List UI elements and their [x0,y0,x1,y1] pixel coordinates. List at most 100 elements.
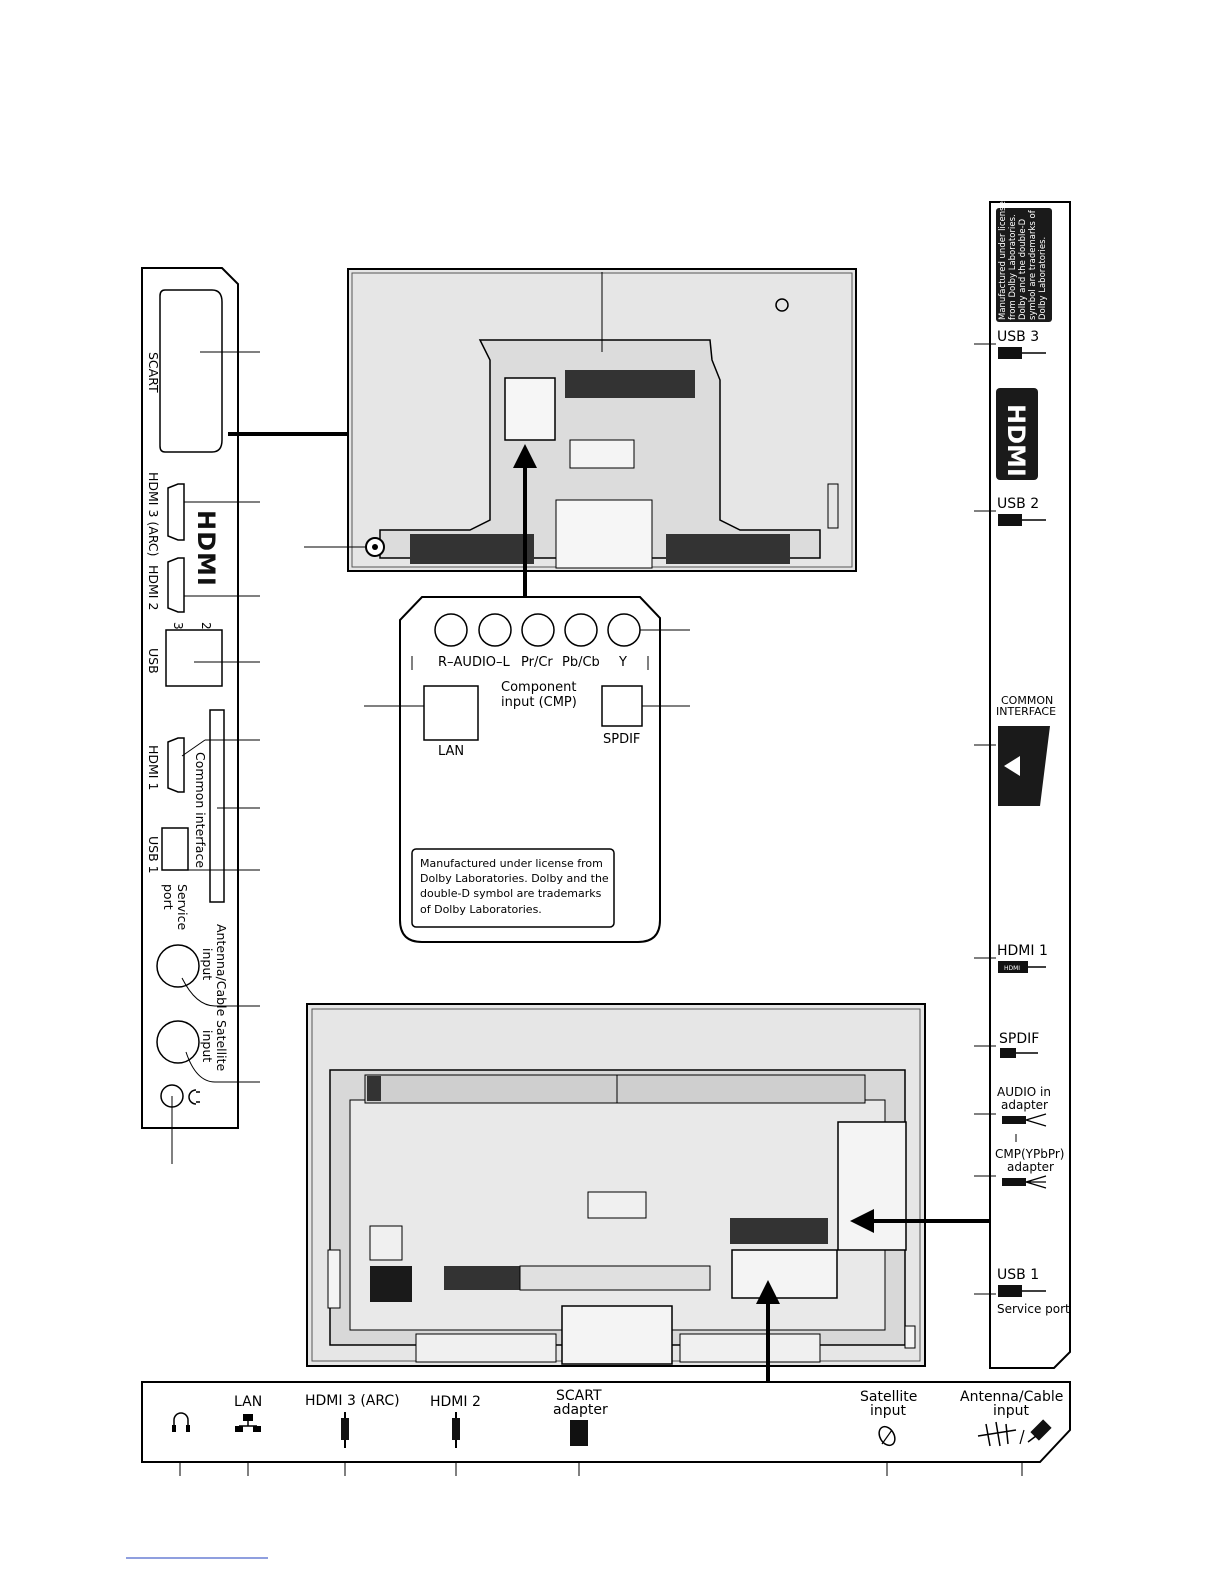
right-hdmi1-label: HDMI 1 [997,943,1048,959]
usb1-port [161,827,189,871]
usb-plug-icon [998,514,1046,526]
ci-label-2: INTERFACE [996,705,1056,718]
left-connector-panel: SCART HDMI 3 (ARC) HDMI HDMI 2 3 2 USB H… [141,267,484,1164]
prcr-label: Pr/Cr [521,655,553,670]
hdmi1-port [167,737,185,793]
scart-port [159,289,223,453]
hdmi2-label: HDMI 2 [146,565,161,610]
antenna-icon [977,1421,1025,1447]
spdif-label: SPDIF [603,732,640,747]
left-callouts [171,351,260,1164]
dolby-line-1: Manufactured under license from [420,857,603,870]
cmp-adapter-label-2: adapter [1007,1160,1054,1174]
antenna-label-1: Antenna/Cable [214,924,229,1017]
right-spdif-label: SPDIF [999,1031,1039,1047]
hdmi-logo-badge [996,388,1038,480]
right-dolby-line-3: Dolby and the double-D [1018,218,1028,320]
hdmi-plug-icon: HDMI [998,961,1046,973]
component-label-2: input (CMP) [501,695,577,710]
bottom-callouts [179,1462,1023,1476]
usb-plug-icon [998,347,1046,359]
dolby-line-2: Dolby Laboratories. Dolby and the [420,872,609,885]
bottom-satellite-label-2: input [870,1403,907,1419]
right-connector-panel: Manufactured under license from Dolby La… [974,201,1071,1369]
right-dolby-line-5: Dolby Laboratories. [1038,237,1048,320]
bottom-hdmi3-label: HDMI 3 (ARC) [305,1393,400,1409]
tv-rear-top [304,268,857,604]
common-interface-label: Common interface [193,752,208,868]
audio-adapter-icon [1002,1113,1047,1127]
usb-plug-icon [998,1285,1046,1297]
audio-in-label-1: AUDIO in [997,1085,1051,1099]
right-dolby-line-4: symbol are trademarks of [1028,209,1038,320]
lan-port [423,685,479,741]
hdmi-cable-icon [341,1412,349,1448]
lan-network-icon [235,1414,261,1432]
right-dolby-line-1: Manufactured under license [998,201,1008,320]
usb-num-2: 2 [199,622,213,630]
usb-port [165,629,223,687]
ci-card-slot [998,726,1050,806]
hdmi-cable-icon [452,1412,460,1448]
cable-plug-icon [1027,1419,1052,1443]
pbcb-label: Pb/Cb [562,655,600,670]
y-label: Y [618,655,627,670]
hdmi3-port [167,483,185,541]
bottom-connector-panel: LAN HDMI 3 (ARC) HDMI 2 SCART adapter Sa… [141,1381,1071,1476]
common-interface-slot [209,709,225,903]
service-port-label-2: port [161,884,176,910]
bottom-satellite-label-1: Satellite [860,1389,917,1405]
lan-label: LAN [438,744,464,759]
scart-label: SCART [146,352,161,393]
headphone-icon [173,1412,189,1430]
pbcb-jack [564,613,598,647]
right-usb1-label: USB 1 [997,1267,1039,1283]
optical-plug-icon [1000,1048,1038,1058]
usb-label: USB [146,648,161,674]
satellite-port [156,1020,200,1064]
dolby-notice-dark [996,208,1052,322]
insert-arrow-icon [1004,756,1020,776]
audio-r-jack [434,613,468,647]
antenna-label-2: input [200,948,215,980]
cmp-adapter-label-1: CMP(YPbPr) [995,1147,1064,1161]
svg-text:HDMI: HDMI [1004,965,1020,972]
usb1-label: USB 1 [146,836,161,874]
bottom-antenna-label-1: Antenna/Cable [960,1389,1063,1405]
right-callouts [974,343,996,1295]
component-detail-panel: R–AUDIO–L Pr/Cr Pb/Cb Y Component input … [364,596,690,943]
audio-in-label-2: adapter [1001,1098,1048,1112]
dolby-notice-box [411,848,615,928]
service-port-label: Service port [997,1302,1070,1316]
usb-num-3: 3 [171,622,185,630]
hdmi1-label: HDMI 1 [146,745,161,790]
bottom-scart-label-2: adapter [553,1402,608,1418]
usb3-label: USB 3 [997,329,1039,345]
component-label-1: Component [501,680,576,695]
satellite-label-2: input [200,1030,215,1062]
audio-label: R–AUDIO–L [438,655,511,670]
dolby-line-4: of Dolby Laboratories. [420,903,542,916]
satellite-dish-icon [878,1425,896,1447]
bottom-antenna-label-2: input [993,1403,1030,1419]
dolby-line-3: double-D symbol are trademarks [420,887,602,900]
hdmi2-port [167,557,185,613]
tv-rear-bottom [306,1003,1000,1420]
bottom-hdmi2-label: HDMI 2 [430,1394,481,1410]
bottom-scart-label-1: SCART [556,1388,602,1404]
scart-adapter-icon [570,1420,588,1446]
cmp-adapter-icon [1002,1175,1047,1189]
headphone-icon [188,1089,200,1105]
bottom-lan-label: LAN [234,1394,262,1410]
hdmi3-label: HDMI 3 (ARC) [146,472,161,557]
prcr-jack [521,613,555,647]
service-port-label-1: Service [175,884,190,931]
ci-label-1: COMMON [1001,694,1053,707]
satellite-label-1: Satellite [214,1020,229,1072]
right-hdmi-logo: HDMI [1002,404,1030,477]
usb2-label: USB 2 [997,496,1039,512]
antenna-port [156,944,200,988]
hdmi-logo: HDMI [192,510,220,587]
audio-l-jack [478,613,512,647]
